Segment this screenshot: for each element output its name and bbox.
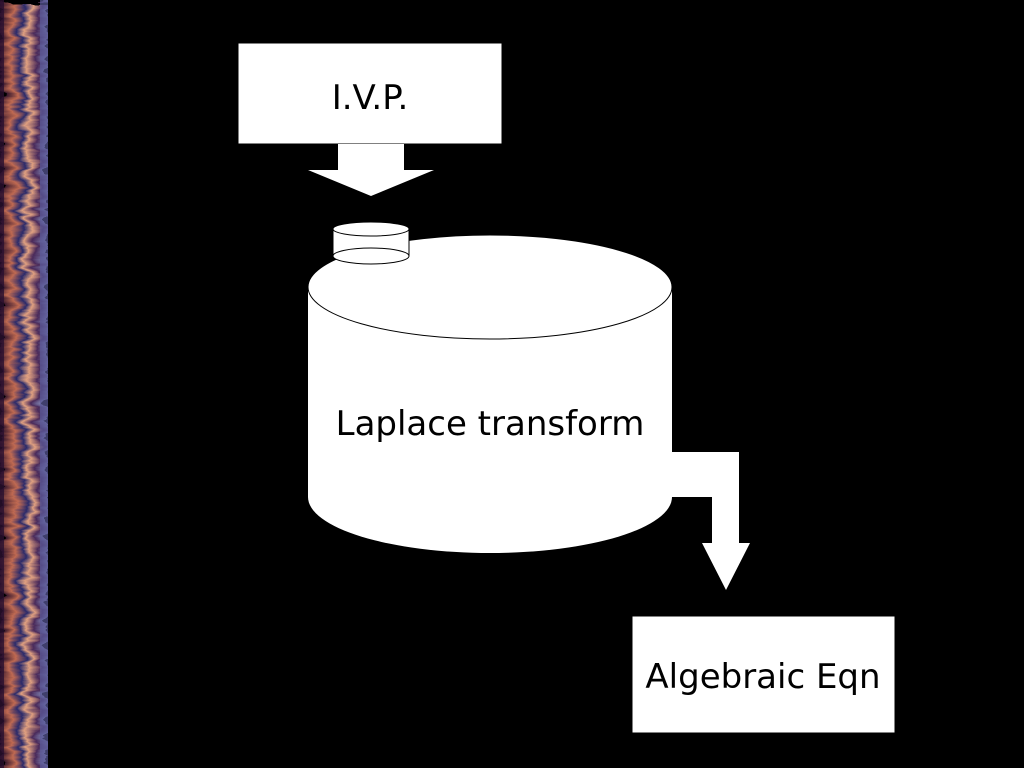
input-arrow — [308, 144, 434, 196]
output-pipe-arrow — [672, 452, 750, 590]
output-box-label: Algebraic Eqn — [645, 657, 880, 697]
input-box-label: I.V.P. — [332, 78, 409, 118]
output-box: Algebraic Eqn — [631, 615, 896, 734]
process-tank: Laplace transform — [307, 221, 673, 553]
decorative-side-strip — [0, 0, 48, 768]
input-box: I.V.P. — [237, 42, 503, 145]
process-tank-label: Laplace transform — [336, 404, 645, 444]
